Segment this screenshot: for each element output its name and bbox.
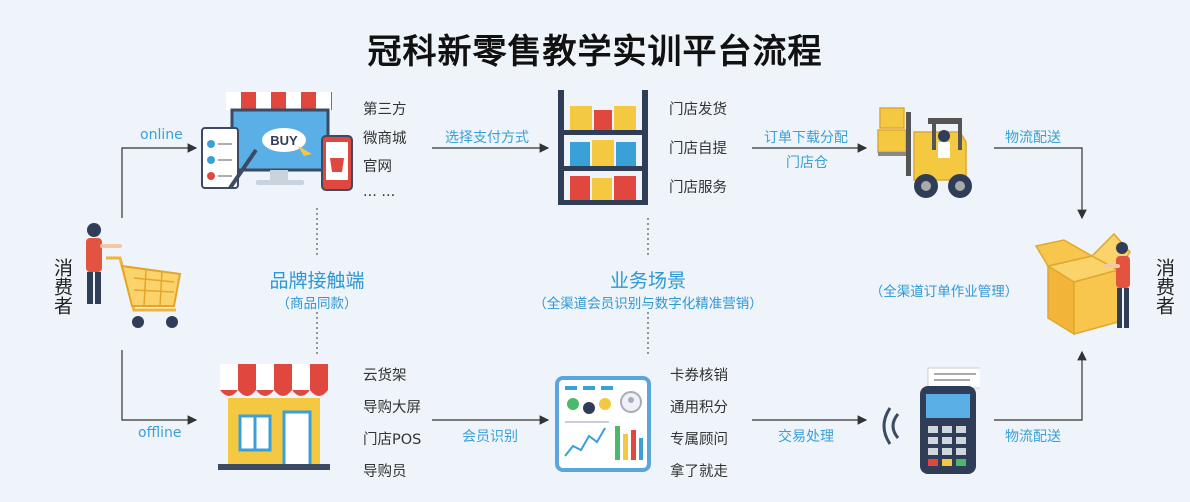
logistics-bottom-label: 物流配送 — [1005, 429, 1061, 445]
member-identify-label: 会员识别 — [462, 429, 518, 445]
offline-item: 云货架 — [363, 368, 407, 384]
channel-online-label: online — [140, 127, 183, 143]
delivery-box-person-icon — [1034, 232, 1131, 336]
transaction-label: 交易处理 — [778, 429, 834, 445]
brand-touch-title: 品牌接触端 — [269, 270, 365, 292]
arrow-offline — [121, 350, 198, 425]
member-item: 卡券核销 — [670, 368, 728, 384]
brand-touch-subtitle: （商品同款） — [276, 296, 358, 312]
online-item: 官网 — [363, 159, 392, 175]
forklift-icon — [877, 107, 972, 198]
member-item: 专属顾问 — [670, 432, 728, 448]
offline-item: 导购员 — [363, 464, 407, 480]
order-management-label: （全渠道订单作业管理） — [869, 284, 1019, 300]
consumer-left-label: 消费者 — [51, 258, 73, 315]
buy-label: BUY — [270, 133, 298, 148]
store-item: 门店自提 — [669, 141, 727, 157]
online-item: ... ... — [363, 184, 396, 200]
offline-item: 门店POS — [363, 432, 422, 448]
offline-store-icon — [218, 364, 330, 470]
store-shelf-icon — [558, 90, 648, 205]
online-item: 第三方 — [363, 102, 407, 118]
arrow-logistics-top — [994, 147, 1087, 220]
pay-method-label: 选择支付方式 — [445, 130, 529, 146]
arrow-online — [121, 143, 198, 218]
shopping-cart-person-icon — [86, 223, 182, 328]
pos-terminal-icon — [882, 367, 980, 474]
channel-offline-label: offline — [138, 425, 182, 441]
arrow-logistics-bottom — [994, 350, 1087, 421]
offline-item: 导购大屏 — [363, 400, 421, 416]
business-subtitle: （全渠道会员识别与数字化精准营销） — [533, 296, 763, 312]
business-title: 业务场景 — [609, 270, 686, 292]
store-warehouse-label: 门店仓 — [786, 155, 828, 171]
member-item: 通用积分 — [670, 400, 728, 416]
consumer-right-label: 消费者 — [1153, 258, 1175, 315]
order-download-label: 订单下载分配 — [764, 130, 848, 146]
member-dashboard-icon — [555, 376, 651, 472]
online-shop-icon: BUY — [201, 92, 353, 191]
logistics-top-label: 物流配送 — [1005, 130, 1061, 146]
page-title: 冠科新零售教学实训平台流程 — [367, 32, 823, 72]
member-item: 拿了就走 — [670, 464, 728, 480]
store-item: 门店服务 — [669, 180, 727, 196]
store-item: 门店发货 — [669, 102, 727, 118]
online-item: 微商城 — [363, 131, 407, 147]
